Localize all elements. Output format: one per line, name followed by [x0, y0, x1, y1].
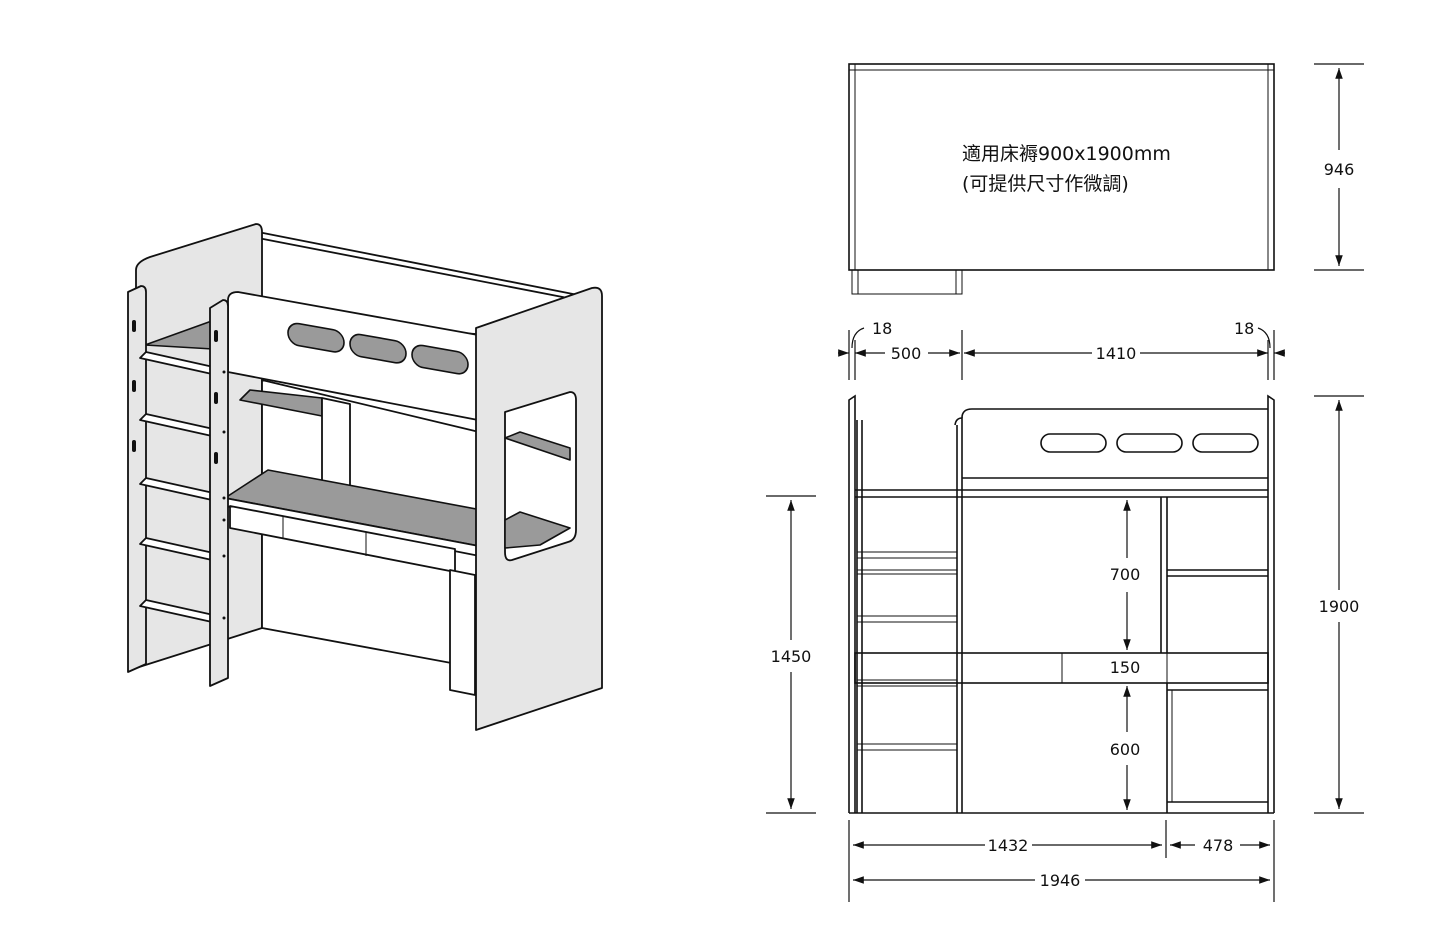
left-height-label: 1450: [771, 647, 812, 666]
right-height-label: 1900: [1319, 597, 1360, 616]
plan-outline: [848, 63, 1275, 271]
front-cutout-2: [1116, 433, 1183, 453]
front-view: 700 150 600: [848, 394, 1275, 814]
ladder-rungs: [856, 551, 958, 751]
desk-cabinet: [1166, 683, 1268, 813]
window-shelf-bottom: [504, 511, 571, 549]
isometric-view: [127, 223, 603, 731]
ladder-front-rail: [209, 299, 229, 687]
rail-cutout-3: [411, 344, 469, 375]
rail-cutout-1: [287, 322, 345, 353]
ladder-back-rail: [127, 285, 147, 673]
front-cutout-1: [1040, 433, 1107, 453]
rail-cutout-2: [349, 333, 407, 364]
left-post: [848, 394, 856, 813]
ladder-footprint: [851, 270, 963, 295]
bed-span-label: 1410: [1096, 344, 1137, 363]
front-dimensions: 1450 1900 1432 478 1946: [766, 395, 1364, 902]
guard-rail: [961, 408, 1268, 419]
overall-width-label: 1946: [1040, 871, 1081, 890]
upper-gap-label: 700: [1110, 565, 1141, 584]
width-dimensions-top: 18 18 500 1410: [838, 319, 1285, 380]
cabinet: [449, 569, 476, 696]
desk-width-label: 1432: [988, 836, 1029, 855]
back-rail: [257, 231, 579, 301]
ladder-width-label: 500: [891, 344, 922, 363]
depth-label: 946: [1324, 160, 1355, 179]
adjust-note: (可提供尺寸作微調): [962, 173, 1129, 195]
window-shelf-top: [504, 431, 571, 461]
lower-gap-label: 600: [1110, 740, 1141, 759]
front-cutout-3: [1192, 433, 1259, 453]
plan-view: 適用床褥900x1900mm (可提供尺寸作微調) 946: [848, 63, 1364, 295]
cabinet-width-label: 478: [1203, 836, 1234, 855]
right-post: [1267, 394, 1275, 813]
mattress-note: 適用床褥900x1900mm: [962, 143, 1171, 165]
right-thickness-label: 18: [1234, 319, 1254, 338]
drawer-height-label: 150: [1110, 658, 1141, 677]
left-thickness-label: 18: [872, 319, 892, 338]
